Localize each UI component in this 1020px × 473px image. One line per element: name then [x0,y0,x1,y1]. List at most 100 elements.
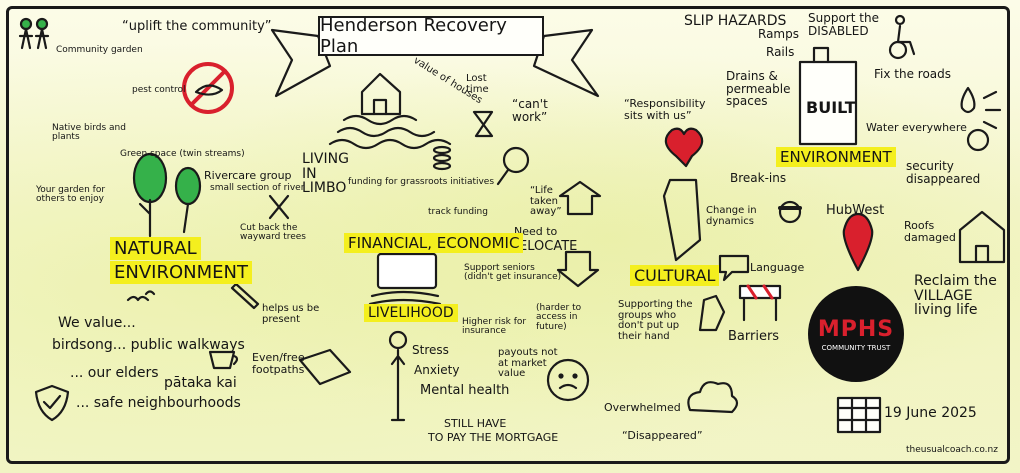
barriers-label: Barriers [728,329,780,344]
community-garden-label: Community garden [56,45,143,55]
person-icon [390,348,406,422]
building-icon [798,46,858,146]
ribbon-left [270,28,332,98]
footpath-sign-icon [298,348,352,386]
cloud-icon [687,381,739,414]
rivercare-sub-label: small section of river [210,183,305,193]
uplift-quote: “uplift the community” [122,19,272,34]
water-everywhere-label: Water everywhere [866,121,967,134]
ramps-label: Ramps [758,27,799,41]
magnifier-icon [496,146,530,186]
birds-icon [126,290,156,302]
heart-hand-icon [662,127,704,262]
mphs-trust-logo: MPHS COMMUNITY TRUST [808,286,904,382]
higher-risk-label: Higher risk for insurance [462,317,527,337]
need-to-label: Need to [514,225,558,238]
relocate-arrow-up [558,180,602,216]
fix-roads-label: Fix the roads [874,67,952,81]
mental-health-label: Mental health [420,383,510,398]
credit-label: theusualcoach.co.nz [906,445,998,455]
community-garden-icon [18,17,50,50]
trees-icon [132,152,202,238]
elders-label: ... our elders [70,365,159,381]
support-disabled-label: Support the DISABLED [808,11,879,38]
support-seniors-label: Support seniors (didn't get insurance) [464,263,562,283]
cultural-heading: CULTURAL [630,265,720,286]
anxiety-label: Anxiety [414,363,460,377]
responsibility-quote: “Responsibility sits with us” [624,97,706,122]
relocate-label: RELOCATE [510,239,578,254]
coin-stack-icon [432,145,452,171]
supporting-groups-label: Supporting the groups who don't put up t… [618,299,693,342]
safe-shield-icon [34,384,70,422]
burglar-icon [778,200,802,224]
board-frame [6,6,1010,464]
raised-hands-icon [698,294,726,332]
damaged-house-icon [958,210,1006,264]
natural-heading-1: NATURAL [110,237,201,260]
harder-access-label: (harder to access in future) [536,303,582,332]
money-notes-icon [368,252,442,306]
drains-label: Drains & permeable spaces [726,69,791,109]
life-taken-quote: “Life taken away” [530,185,562,217]
page-title: Henderson Recovery Plan [318,15,544,57]
teacup-icon [208,350,239,370]
sun-rays-icon [982,90,1002,130]
speech-bubble-icon [718,254,750,282]
built-heading-2: ENVIRONMENT [776,147,896,167]
wheelchair-icon [888,14,916,60]
pay-mortgage-label: TO PAY THE MORTGAGE [428,431,559,444]
relocate-arrow-down [556,250,600,288]
hourglass-icon [472,110,494,138]
location-pin-icon [842,212,874,272]
we-value-label: We value... [58,315,136,331]
pencil-icon [230,282,260,310]
safe-neighbourhoods-label: ... safe neighbourhoods [76,395,241,411]
rails-label: Rails [766,45,795,59]
your-garden-label: Your garden for others to enjoy [36,185,106,205]
rivercare-label: Rivercare group [204,169,292,182]
reclaim-label: Reclaim the VILLAGE living life [914,273,997,319]
date-label: 19 June 2025 [884,405,977,421]
disappeared-quote: “Disappeared” [622,429,703,442]
native-birds-label: Native birds and plants [52,123,126,143]
scissors-icon [268,194,290,220]
green-space-label: Green space (twin streams) [120,149,245,159]
security-label: security disappeared [906,159,981,186]
slip-hazards-label: SLIP HAZARDS [684,13,787,29]
water-drop-icon [960,86,976,114]
break-ins-label: Break-ins [730,171,787,185]
flooded-house-icon [328,72,452,150]
bulb-icon [966,128,990,152]
helps-present-label: helps us be present [262,303,320,325]
stress-label: Stress [412,343,449,357]
livelihood-heading: LIVELIHOOD [364,304,458,322]
calendar-icon [836,396,882,434]
financial-heading: FINANCIAL, ECONOMIC [344,233,524,253]
ribbon-right [532,28,600,98]
roofs-label: Roofs damaged [904,219,956,244]
trust-name: COMMUNITY TRUST [821,343,891,352]
cut-back-label: Cut back the wayward trees [240,223,306,243]
pest-control-icon [182,62,234,114]
worried-face-icon [546,358,590,402]
pest-control-label: pest control [132,85,186,95]
payouts-label: payouts not at market value [498,347,558,379]
barrier-icon [738,284,782,322]
funding-grassroots-label: funding for grassroots initiatives [348,177,495,187]
change-dynamics-label: Change in dynamics [706,205,757,227]
hubwest-label: HubWest [826,203,885,218]
cant-work-quote: “can't work” [512,97,548,124]
living-limbo-label: LIVING IN LIMBO [302,151,349,197]
pataka-kai-label: pātaka kai [164,375,237,391]
footpaths-label: Even/free footpaths [252,351,305,376]
built-heading-1: BUILT [806,98,856,117]
still-have-label: STILL HAVE [444,417,507,430]
trust-logo-letters: MPHS [817,316,895,342]
language-label: Language [750,261,805,274]
overwhelmed-label: Overwhelmed [604,401,681,414]
natural-heading-2: ENVIRONMENT [110,261,252,284]
track-funding-label: track funding [428,207,488,217]
